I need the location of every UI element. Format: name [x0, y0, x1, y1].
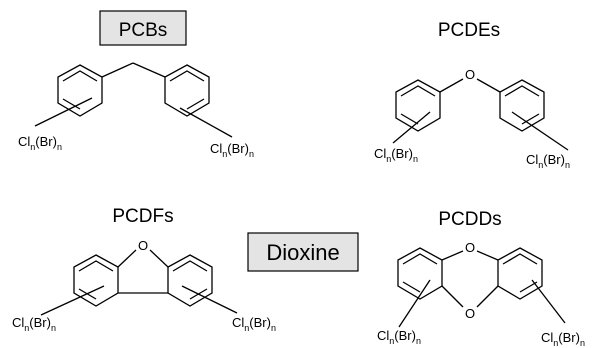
pcdfs-substituent-bond-right [181, 285, 238, 314]
pcdds-oxygen-atom-top: O [465, 240, 475, 255]
pcdfs-substituent-right: Cln(Br)n [232, 315, 276, 333]
pcdds-label: PCDDs [438, 209, 501, 230]
pcbs-substituent-bond-right [179, 107, 233, 138]
pcbs-substituent-bond-left [34, 97, 93, 127]
pcdes-substituent-bond-left [392, 111, 431, 144]
pcdfs-label: PCDFs [112, 206, 173, 227]
pcbs-label-box [99, 10, 187, 46]
pcdds-substituent-bond-right [531, 279, 566, 324]
pcdds-substituent-left: Cln(Br)n [377, 328, 421, 346]
pcdfs-structure [40, 249, 238, 316]
pcbs-label-group: PCBs [99, 10, 187, 46]
pcdds-structure [397, 247, 566, 328]
pcbs-substituent-right: Cln(Br)n [210, 141, 254, 159]
pcdes-label: PCDEs [438, 20, 500, 41]
pcdes-substituent-right: Cln(Br)n [526, 152, 570, 170]
pcbs-substituent-left: Cln(Br)n [18, 134, 62, 152]
dioxine-label-box [247, 232, 359, 272]
pcdds-oxygen-atom-bottom: O [465, 306, 475, 321]
pcdfs-oxygen-atom: O [138, 238, 148, 253]
pcbs-structure [34, 62, 233, 138]
pcdes-substituent-bond-right [511, 111, 569, 151]
pcdes-substituent-left: Cln(Br)n [374, 146, 418, 164]
pcdes-oxygen-atom: O [465, 67, 475, 82]
pcdds-substituent-bond-left [398, 279, 431, 328]
pcdfs-substituent-bond-left [40, 285, 105, 316]
pcdes-structure [392, 78, 569, 151]
dioxine-label: Dioxine [266, 240, 339, 265]
dioxine-label-group: Dioxine [247, 232, 359, 272]
pcbs-label: PCBs [119, 20, 168, 41]
pcdfs-substituent-left: Cln(Br)n [12, 315, 56, 333]
pcdds-substituent-right: Cln(Br)n [541, 330, 585, 348]
